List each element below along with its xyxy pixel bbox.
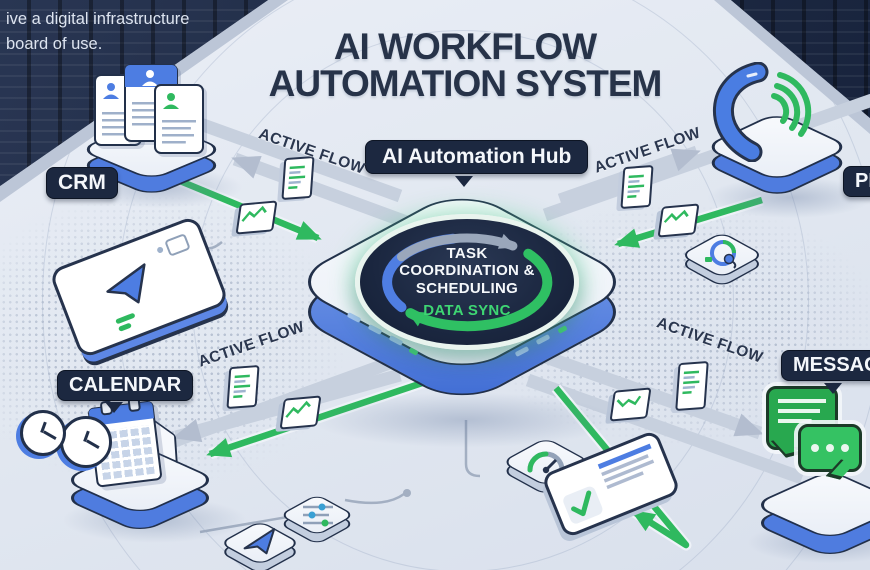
chat-bubble-dots (798, 424, 862, 480)
flag-icon (164, 233, 191, 257)
person-icon (103, 83, 119, 99)
green-bar (118, 322, 132, 332)
clock-icon (60, 416, 112, 468)
chart-glyph (241, 205, 267, 222)
checkbox (561, 484, 605, 526)
hub-core-line: SCHEDULING (415, 279, 519, 297)
hub-label-pointer (455, 176, 473, 187)
data-sync-label: DATA SYNC (423, 301, 511, 319)
person-icon (142, 70, 158, 86)
crm-label: CRM (46, 167, 118, 199)
messaging-label-pointer (824, 383, 842, 394)
data-globe-icon (705, 240, 737, 269)
text-bars (162, 120, 196, 146)
calendar-label-pointer (105, 402, 123, 413)
sync-cycle-icon (382, 233, 553, 332)
page-title: AI WORKFLOW AUTOMATION SYSTEM (265, 28, 665, 102)
line-chart-icon (235, 200, 278, 235)
line-chart-icon (279, 395, 322, 430)
hub-label: AI Automation Hub (365, 140, 589, 174)
document-icon (620, 165, 654, 209)
calendar-label: CALENDAR (57, 370, 194, 401)
title-line-2: AUTOMATION SYSTEM (268, 63, 663, 104)
corner-caption-line-1: ive a digital infrastructure (6, 10, 190, 28)
green-bar (115, 312, 136, 325)
hub-core: TASK COORDINATION & SCHEDULING DATA SYNC (355, 214, 579, 350)
contact-card (154, 84, 204, 154)
document-icon (226, 365, 260, 409)
chart-glyph (616, 395, 642, 408)
bubble-dots (801, 427, 859, 469)
gauge-icon (527, 451, 565, 474)
hub-core-line: TASK (446, 245, 488, 262)
line-chart-icon (609, 387, 652, 422)
messaging-label: MESSAGING (781, 350, 870, 381)
corner-caption-line-2: board of use. (6, 34, 103, 53)
person-icon (163, 93, 179, 109)
send-funnel-icon (106, 263, 146, 304)
hub-core-text: TASK COORDINATION & SCHEDULING DATA SYNC (360, 219, 574, 345)
paper-plane-icon (243, 528, 276, 555)
settings-sliders-icon (303, 503, 333, 527)
corner-caption: ive a digital infrastructure board of us… (6, 7, 189, 57)
document-icon (281, 156, 315, 200)
phone-handset-icon (713, 62, 812, 162)
checklist-card (540, 429, 682, 539)
text-bars (597, 443, 661, 493)
document-icon (675, 361, 709, 411)
phone-label: PHONE (843, 166, 870, 197)
dot-icon (156, 246, 165, 254)
hub-core-line: COORDINATION & (399, 262, 535, 280)
send-funnel-tablet (48, 214, 230, 360)
check-icon (571, 490, 592, 517)
chart-glyph (285, 400, 311, 418)
clock-icon (20, 410, 66, 456)
hub-shadow (300, 390, 630, 450)
line-chart-icon (657, 203, 700, 238)
title-line-1: AI WORKFLOW (333, 26, 597, 67)
chart-glyph (663, 209, 689, 223)
